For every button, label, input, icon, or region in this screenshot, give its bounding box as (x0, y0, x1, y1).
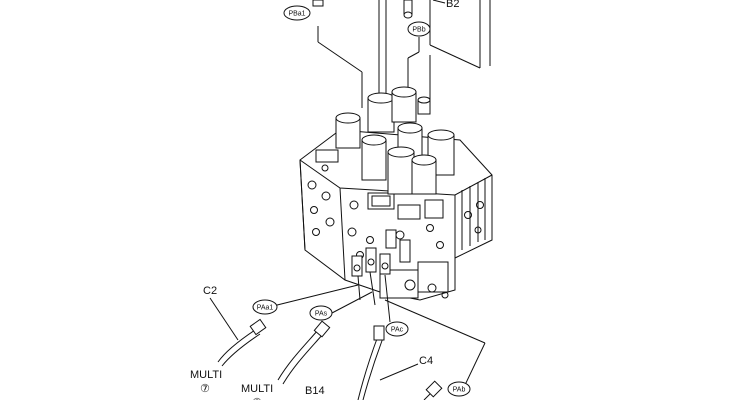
top-fitting-right (403, 0, 413, 19)
upper-hose-lines (317, 0, 491, 108)
top-fitting-left (312, 0, 324, 7)
fitting-pab (423, 380, 443, 400)
callout-pas: PAs (309, 305, 333, 321)
label-c2: C2 (203, 285, 217, 297)
b2-leader (432, 0, 446, 4)
callout-paa1: PAa1 (252, 299, 278, 315)
hose-b14 (277, 320, 331, 385)
callout-pac-text: PAc (391, 327, 404, 334)
callout-pac: PAc (385, 321, 409, 337)
callout-paa1-text: PAa1 (257, 305, 274, 312)
spool-caps (315, 86, 455, 195)
callout-pab-text: PAb (453, 387, 466, 394)
c2-leader (209, 297, 239, 341)
callout-pbb: PBb (407, 21, 431, 37)
hose-c4 (357, 325, 385, 400)
label-multi-1: MULTI (190, 369, 222, 381)
label-b14: B14 (305, 385, 325, 397)
label-multi-1-number: ⑦ (200, 382, 210, 395)
callout-pab: PAb (447, 381, 471, 397)
label-b2: B2 (446, 0, 459, 10)
bottom-leader-lines (264, 271, 486, 386)
bottom-fittings (351, 229, 411, 277)
c4-leader (379, 363, 419, 381)
label-c4: C4 (419, 355, 433, 367)
callout-pba1-text: PBa1 (288, 11, 305, 18)
callout-pas-text: PAs (315, 311, 328, 318)
callout-pba1: PBa1 (283, 5, 311, 21)
label-multi-2-number: ⑧ (252, 396, 262, 400)
hose-c2 (217, 318, 267, 367)
label-multi-2: MULTI (241, 383, 273, 395)
callout-pbb-text: PBb (412, 27, 425, 34)
